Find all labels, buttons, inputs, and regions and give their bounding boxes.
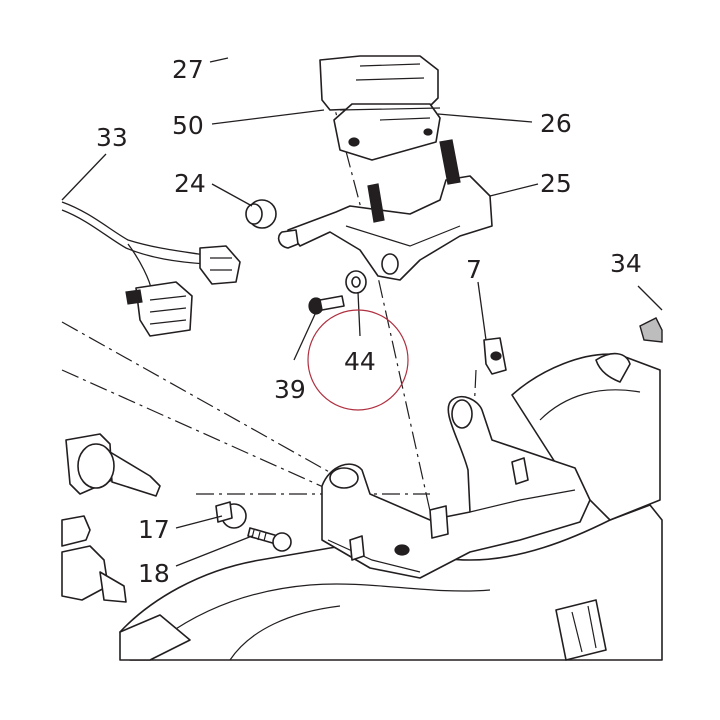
clip-7 [483, 337, 507, 375]
callout-17: 17 [138, 515, 170, 544]
callout-33: 33 [96, 123, 128, 152]
grommet-24 [245, 199, 277, 229]
callout-7: 7 [466, 255, 482, 284]
part-34 [639, 317, 663, 343]
callout-39: 39 [274, 375, 306, 404]
bulb-lower [61, 515, 127, 603]
bolt-39 [308, 295, 345, 315]
callout-27: 27 [172, 55, 204, 84]
callout-labels: 27 50 26 33 24 25 34 7 39 44 17 18 [96, 55, 642, 588]
washer-44 [345, 270, 367, 294]
bulb-upper [65, 433, 161, 497]
callout-50: 50 [172, 111, 204, 140]
callout-24: 24 [174, 169, 206, 198]
lower-bracket [321, 395, 591, 579]
highlight-circle [307, 309, 409, 411]
callout-34: 34 [610, 249, 642, 278]
callout-26: 26 [540, 109, 572, 138]
leader-lines [61, 57, 663, 567]
wiring-harness-33 [61, 201, 241, 337]
callout-25: 25 [540, 169, 572, 198]
callout-18: 18 [138, 559, 170, 588]
mount-25 [277, 139, 493, 281]
bolt-18 [247, 527, 292, 552]
manifold-body [119, 352, 663, 661]
nut-17 [215, 501, 247, 529]
module-26 [319, 55, 441, 161]
callout-44: 44 [344, 347, 376, 376]
